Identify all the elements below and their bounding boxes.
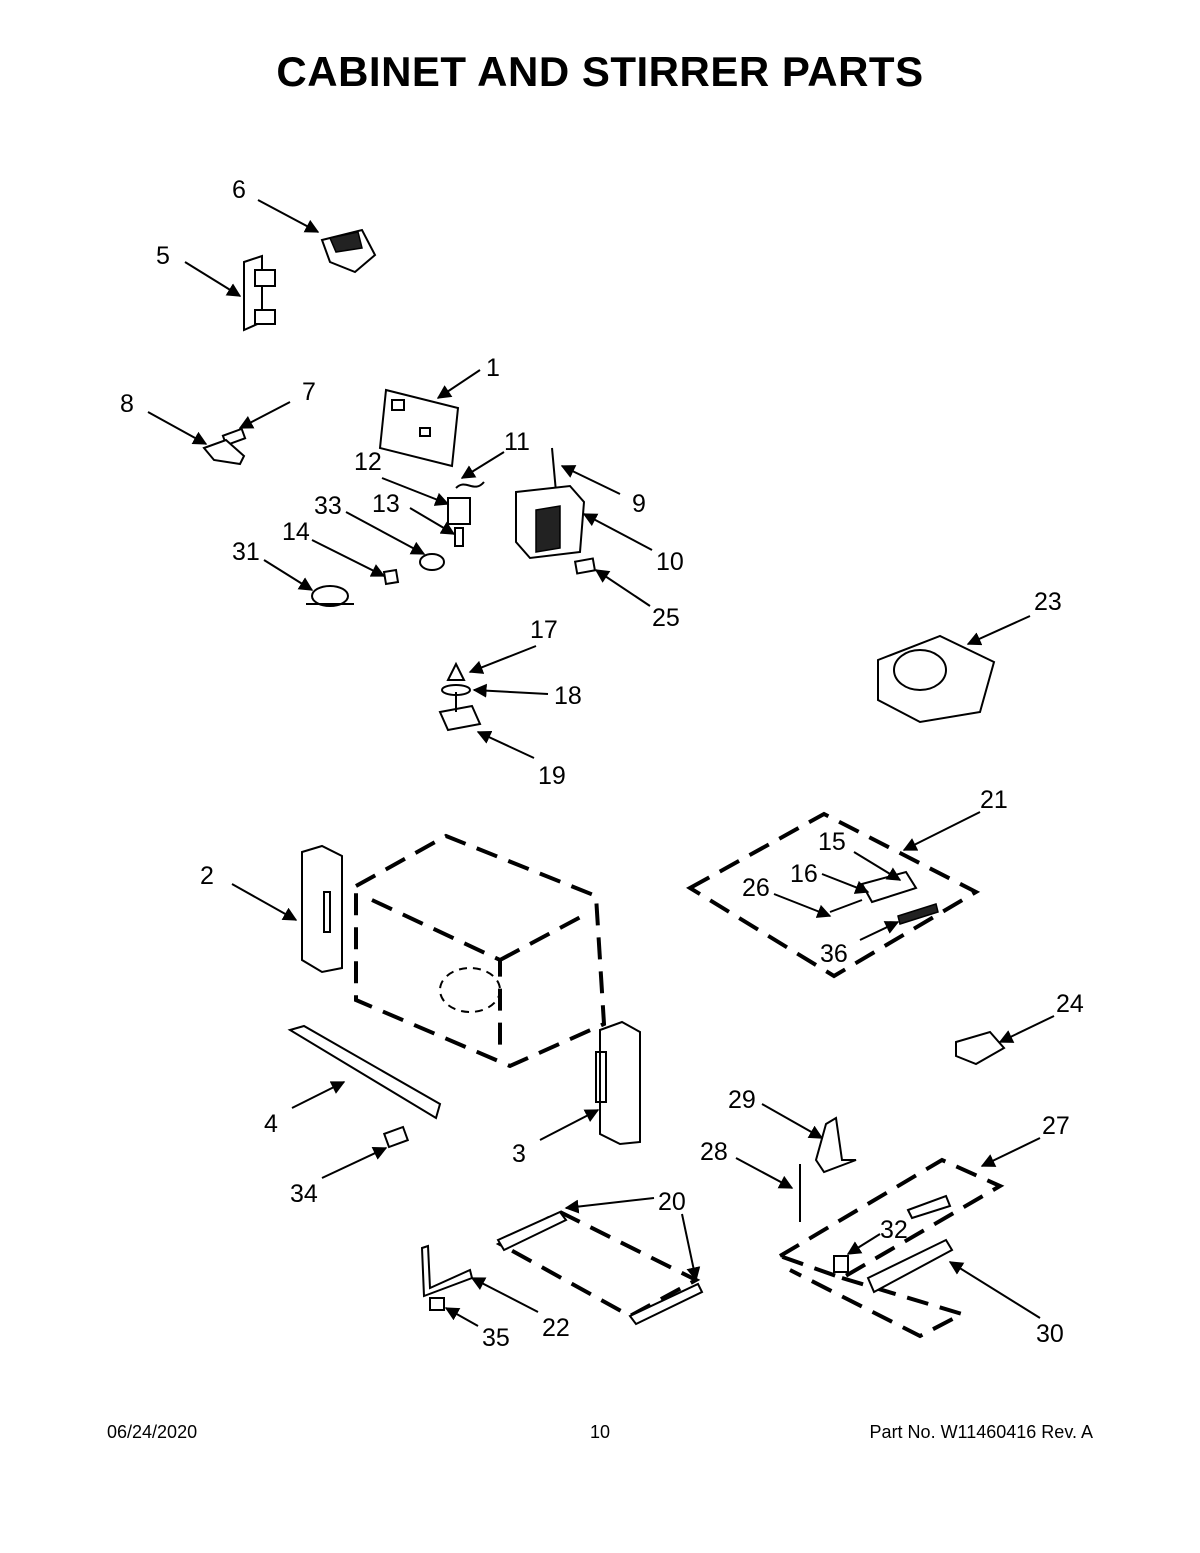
callout-19: 19 bbox=[538, 762, 566, 790]
callout-16: 16 bbox=[790, 860, 818, 888]
callout-33: 33 bbox=[314, 492, 342, 520]
callout-4: 4 bbox=[264, 1110, 278, 1138]
callout-24: 24 bbox=[1056, 990, 1084, 1018]
part-10-magnetron bbox=[515, 484, 586, 560]
callout-21: 21 bbox=[980, 786, 1008, 814]
callout-3: 3 bbox=[512, 1140, 526, 1168]
callout-11: 11 bbox=[504, 428, 530, 456]
callout-35: 35 bbox=[482, 1324, 510, 1352]
footer-date: 06/24/2020 bbox=[107, 1422, 198, 1442]
callout-31: 31 bbox=[232, 538, 260, 566]
callout-1: 1 bbox=[486, 354, 500, 382]
cabinet-outline bbox=[354, 833, 607, 1069]
callout-9: 9 bbox=[632, 490, 646, 518]
callout-25: 25 bbox=[652, 604, 680, 632]
callout-30: 30 bbox=[1036, 1320, 1064, 1348]
callout-27: 27 bbox=[1042, 1112, 1070, 1140]
part-3-side-panel-right bbox=[595, 1020, 641, 1146]
callout-7: 7 bbox=[302, 378, 316, 406]
part-19-stirrer-bracket bbox=[438, 692, 482, 732]
callout-12: 12 bbox=[354, 448, 382, 476]
part-35-screw bbox=[429, 1297, 445, 1311]
part-32-screw bbox=[833, 1255, 849, 1273]
callout-5: 5 bbox=[156, 242, 170, 270]
part-31-thermostat bbox=[306, 585, 354, 607]
part-29-bracket bbox=[814, 1116, 857, 1174]
callout-14: 14 bbox=[282, 518, 310, 546]
part-17-stirrer-cap bbox=[446, 661, 466, 681]
callout-29: 29 bbox=[728, 1086, 756, 1114]
callout-23: 23 bbox=[1034, 588, 1062, 616]
part-14-clip bbox=[382, 568, 400, 586]
callout-15: 15 bbox=[818, 828, 846, 856]
callout-26: 26 bbox=[742, 874, 770, 902]
callout-13: 13 bbox=[372, 490, 400, 518]
callout-2: 2 bbox=[200, 862, 214, 890]
part-1-control-board bbox=[378, 388, 460, 468]
part-6-relay bbox=[320, 228, 377, 274]
part-33-washer bbox=[419, 553, 445, 571]
callout-36: 36 bbox=[820, 940, 848, 968]
page-title: CABINET AND STIRRER PARTS bbox=[276, 48, 924, 95]
part-23-blower bbox=[877, 634, 996, 724]
part-9-terminal bbox=[551, 447, 557, 493]
part-22-bracket bbox=[420, 1244, 474, 1298]
part-27-stirrer-drive-assembly bbox=[775, 1157, 1005, 1339]
part-5-relay-board bbox=[243, 254, 276, 332]
callout-18: 18 bbox=[554, 682, 582, 710]
callout-17: 17 bbox=[530, 616, 558, 644]
footer-part-number: Part No. W11460416 Rev. A bbox=[869, 1422, 1093, 1442]
callout-32: 32 bbox=[880, 1216, 908, 1244]
part-2-side-panel-left bbox=[301, 844, 343, 974]
footer-page-number: 10 bbox=[589, 1422, 611, 1442]
part-25-screw bbox=[573, 557, 597, 575]
callout-8: 8 bbox=[120, 390, 134, 418]
part-8-fuse-holder bbox=[202, 438, 246, 466]
part-11-wire bbox=[455, 481, 485, 489]
part-12-switch bbox=[447, 497, 471, 525]
callout-22: 22 bbox=[542, 1314, 570, 1342]
callout-6: 6 bbox=[232, 176, 246, 204]
part-24-filter bbox=[955, 1030, 1006, 1066]
part-4-rail bbox=[287, 1024, 442, 1120]
callout-labels: 1 2 3 4 5 6 7 8 9 10 11 12 13 14 15 16 1… bbox=[120, 176, 1084, 1352]
part-13-pin bbox=[454, 527, 464, 547]
leader-lines bbox=[147, 199, 1055, 1327]
part-21-antenna-assembly bbox=[686, 811, 981, 979]
part-34-screw bbox=[382, 1125, 410, 1149]
callout-28: 28 bbox=[700, 1138, 728, 1166]
callout-34: 34 bbox=[290, 1180, 318, 1208]
callout-20: 20 bbox=[658, 1188, 686, 1216]
callout-10: 10 bbox=[656, 548, 684, 576]
